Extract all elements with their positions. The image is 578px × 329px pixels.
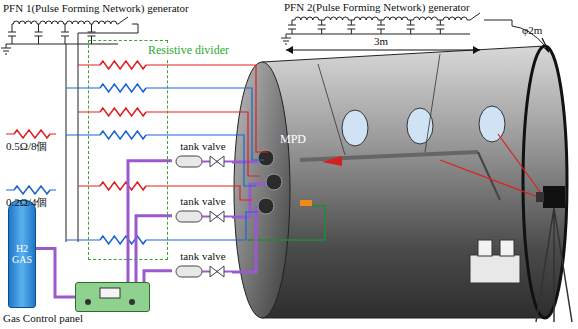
- gas-cylinder: H2 GAS: [8, 200, 36, 308]
- mpd-thruster: [258, 198, 274, 214]
- feed-wire: [490, 20, 545, 46]
- lead-wire: [6, 133, 56, 134]
- legend-text: 0.5Ω/8個: [6, 140, 56, 153]
- node-label: tank valve: [172, 195, 234, 208]
- part-label: MPD: [280, 133, 306, 147]
- resistor-symbol: [14, 130, 50, 138]
- switch-symbol: [118, 17, 138, 24]
- resistor-symbol: [100, 61, 146, 69]
- gas-tank: [176, 211, 202, 222]
- resistor-symbol: [100, 131, 146, 139]
- target: [322, 156, 342, 166]
- chamber-ring: [523, 46, 567, 318]
- panel-knob: [85, 299, 91, 305]
- chamber-flange: [234, 62, 290, 318]
- legend-entry: 0.5Ω/8個: [6, 128, 56, 153]
- tank-valve: tank valve: [172, 140, 234, 169]
- resistor-symbol: [100, 182, 146, 190]
- tripod: [536, 208, 572, 322]
- circuit: [1, 13, 545, 244]
- node-label: Resistive divider: [147, 44, 230, 58]
- valve-body: [210, 266, 224, 277]
- valve-body: [210, 156, 224, 167]
- camera: [543, 186, 565, 208]
- viewport: [479, 106, 505, 142]
- valve-symbol: [174, 153, 232, 169]
- stand-post: [478, 240, 492, 256]
- divider-wire: [66, 88, 264, 160]
- resistive-divider-box: Resistive divider: [88, 40, 168, 260]
- node-label: H2 GAS: [11, 243, 33, 265]
- ground-symbol: [1, 44, 12, 54]
- thrust-stand-arm: [300, 152, 478, 160]
- resistor-symbol: [14, 186, 50, 194]
- laser-beam: [498, 134, 543, 196]
- legend-entry: 0.2Ω/4個: [6, 184, 56, 209]
- divider-wire: [78, 65, 268, 152]
- gas-line: [144, 271, 172, 282]
- switch-symbol: [470, 13, 490, 20]
- tank-valve: tank valve: [172, 195, 234, 224]
- valve-body: [210, 211, 224, 222]
- node-label: tank valve: [172, 250, 234, 263]
- generator-label: PFN 2(Pulse Forming Network) generator: [284, 1, 470, 14]
- panel-display: [100, 288, 120, 298]
- mpd-thruster: [266, 174, 282, 190]
- camera-lens: [536, 192, 544, 202]
- pfn-circuit: [288, 17, 470, 34]
- sensor: [300, 200, 312, 206]
- tank-valve: tank valve: [172, 250, 234, 279]
- resistor-symbol: [100, 84, 146, 92]
- stand-post: [500, 240, 514, 256]
- node-label: tank valve: [172, 140, 234, 153]
- dimension-arrowhead: [286, 46, 480, 54]
- divider-wire: [78, 186, 252, 200]
- suspension-wire: [425, 54, 440, 152]
- resistor-symbol: [100, 108, 146, 116]
- legend-text: 0.2Ω/4個: [6, 196, 56, 209]
- gas-control-panel: Gas Control panel: [75, 282, 150, 312]
- suspension-wire: [318, 64, 345, 155]
- resistor-symbol: [100, 236, 146, 244]
- panel-face: [76, 283, 148, 310]
- laser-beam: [440, 160, 543, 199]
- gas-line: [136, 216, 172, 282]
- valve-symbol: [174, 263, 232, 279]
- valve-symbol: [174, 208, 232, 224]
- lead-wire: [6, 189, 56, 190]
- legend-swatch: [6, 128, 56, 140]
- ground-symbol: [281, 34, 292, 44]
- legend-swatch: [6, 184, 56, 196]
- dimension-label: 3m: [374, 35, 388, 48]
- gas-line: [36, 249, 75, 297]
- gas-line: [128, 161, 172, 282]
- leader-arrowhead: [544, 46, 549, 53]
- gas-pipe: [232, 161, 258, 164]
- dimension-label: φ2m: [522, 24, 542, 37]
- generator-label: PFN 1(Pulse Forming Network) generator: [3, 2, 189, 15]
- gas-tank: [176, 156, 202, 167]
- node-label: Gas Control panel: [3, 312, 83, 325]
- gas-tank: [176, 266, 202, 277]
- panel-knob: [129, 299, 135, 305]
- divider-wire: [78, 112, 260, 176]
- vacuum-chamber: [262, 46, 567, 318]
- viewport: [342, 110, 368, 146]
- stand-base: [470, 255, 520, 283]
- dimension-line: [286, 49, 480, 50]
